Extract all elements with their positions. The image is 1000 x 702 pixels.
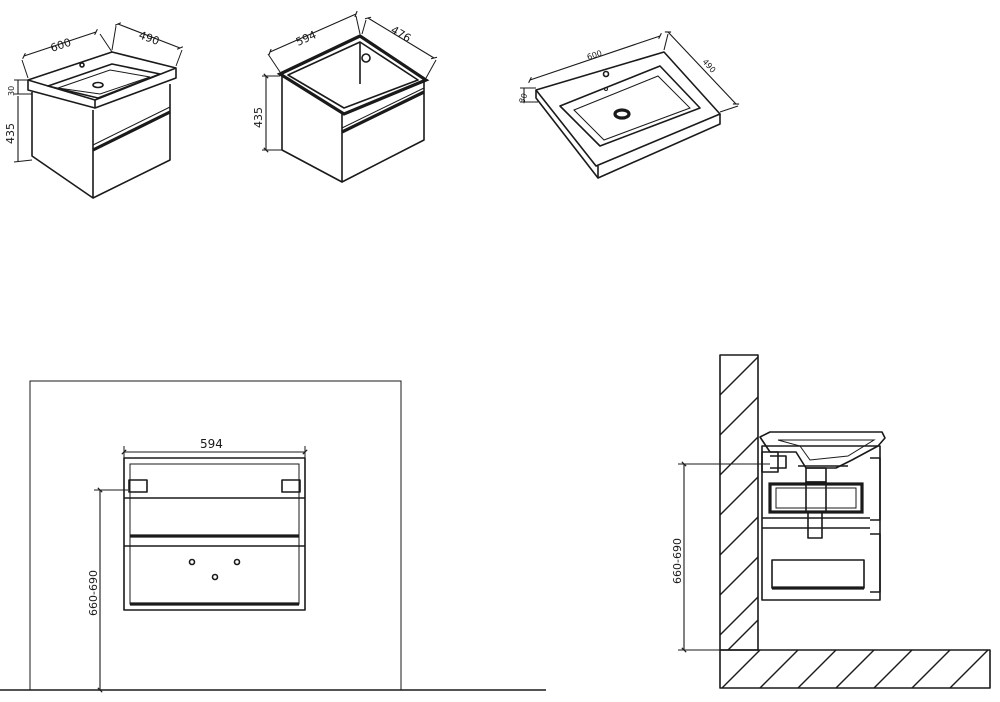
wall-hatching: [719, 356, 759, 651]
front-width-label: 594: [200, 437, 223, 451]
iso-basin-width-label: 600: [586, 49, 603, 62]
iso-full-width-label: 600: [49, 36, 73, 55]
iso-cabinet: 594 476 435: [252, 10, 438, 183]
iso-full-top-label: 30: [7, 86, 16, 96]
iso-basin-depth-label: 490: [701, 57, 718, 74]
iso-cabinet-width-label: 594: [294, 28, 318, 48]
side-section: 660-690: [671, 354, 991, 689]
iso-full-body-label: 435: [4, 123, 17, 144]
side-mount-label: 660-690: [671, 538, 684, 584]
iso-basin-thickness-label: 30: [517, 92, 529, 105]
front-mount-label: 660-690: [87, 570, 100, 616]
floor-hatching: [721, 649, 989, 689]
iso-cabinet-height-label: 435: [252, 107, 265, 128]
iso-full-depth-label: 490: [137, 29, 161, 48]
front-elevation: 594 660-690: [0, 380, 546, 693]
iso-full-unit: 600 490 30 435: [4, 22, 184, 199]
iso-cabinet-depth-label: 476: [389, 23, 414, 45]
iso-basin: 600 490 30: [517, 31, 740, 179]
